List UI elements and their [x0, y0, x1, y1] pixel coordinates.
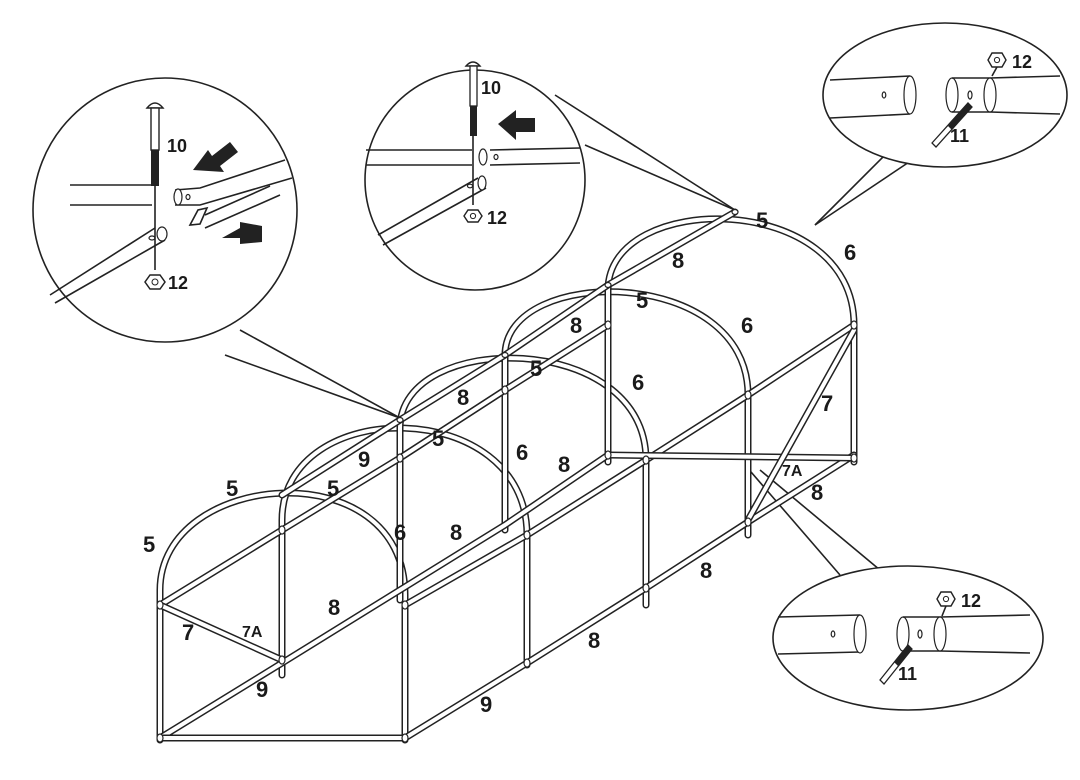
label-nut: 12: [487, 208, 507, 228]
label-nut: 12: [168, 273, 188, 293]
label-side-rail: 8: [558, 452, 570, 477]
label-pin: 11: [898, 664, 917, 684]
arch-3: [396, 354, 650, 609]
label-arch-side: 6: [394, 520, 406, 545]
label-ridge-pole: 8: [457, 385, 469, 410]
label-brace: 7: [821, 391, 833, 416]
arrow-icon: [498, 110, 535, 140]
label-arch-top: 5: [432, 426, 444, 451]
nut-icon: [936, 591, 956, 607]
label-brace: 7: [182, 620, 194, 645]
arrow-icon: [193, 142, 238, 172]
label-arch-side: 6: [741, 313, 753, 338]
arrow-icon: [222, 222, 262, 244]
label-lower-rail: 9: [358, 447, 370, 472]
label-arch-side: 6: [844, 240, 856, 265]
bolt-thread: [151, 150, 159, 186]
nut-icon: [463, 209, 483, 223]
label-arch-top: 5: [327, 476, 339, 501]
arch-4: [501, 288, 752, 539]
arch-5: [604, 215, 858, 466]
label-arch-top: 5: [226, 476, 238, 501]
nut-icon: [987, 52, 1007, 68]
label-side-rail: 8: [811, 480, 823, 505]
label-pin: 11: [950, 126, 969, 146]
label-arch-top: 5: [756, 208, 768, 233]
detail-callout-ridge-joint: 10 12: [32, 77, 298, 343]
detail-callout-top-joint: 10 12: [364, 61, 586, 291]
label-side-rail: 8: [700, 558, 712, 583]
label-nut: 12: [1012, 52, 1032, 72]
label-bolt: 10: [481, 78, 501, 98]
label-arch-top: 5: [636, 288, 648, 313]
longitudinal-pipes: [156, 208, 858, 742]
label-base-rail: 9: [480, 692, 492, 717]
connector-holes: [156, 208, 858, 743]
label-arch-top: 5: [530, 356, 542, 381]
label-side-rail: 8: [588, 628, 600, 653]
label-arch-top: 5: [143, 532, 155, 557]
nut-icon: [144, 274, 166, 290]
label-ridge-pole: 8: [570, 313, 582, 338]
label-bolt: 10: [167, 136, 187, 156]
label-base-rail: 9: [256, 677, 268, 702]
detail-callout-base-joint: 12 11: [772, 565, 1044, 711]
greenhouse-frame: [156, 208, 858, 744]
bolt-head: [145, 102, 165, 109]
label-ridge-pole: 8: [672, 248, 684, 273]
braces: [156, 326, 858, 664]
part-labels: 5 5 5 5 5 5 5 6 6 6 6 6 8 8 8 9 8 8 8 8 …: [143, 208, 856, 717]
label-side-rail: 8: [328, 595, 340, 620]
label-arch-side: 6: [516, 440, 528, 465]
label-nut: 12: [961, 591, 981, 611]
label-brace-end: 7A: [242, 624, 263, 641]
arch-2: [278, 424, 531, 679]
label-brace-end: 7A: [782, 463, 803, 480]
label-arch-side: 6: [632, 370, 644, 395]
detail-callout-arch-joint: 12 11: [822, 22, 1068, 168]
label-side-rail: 8: [450, 520, 462, 545]
